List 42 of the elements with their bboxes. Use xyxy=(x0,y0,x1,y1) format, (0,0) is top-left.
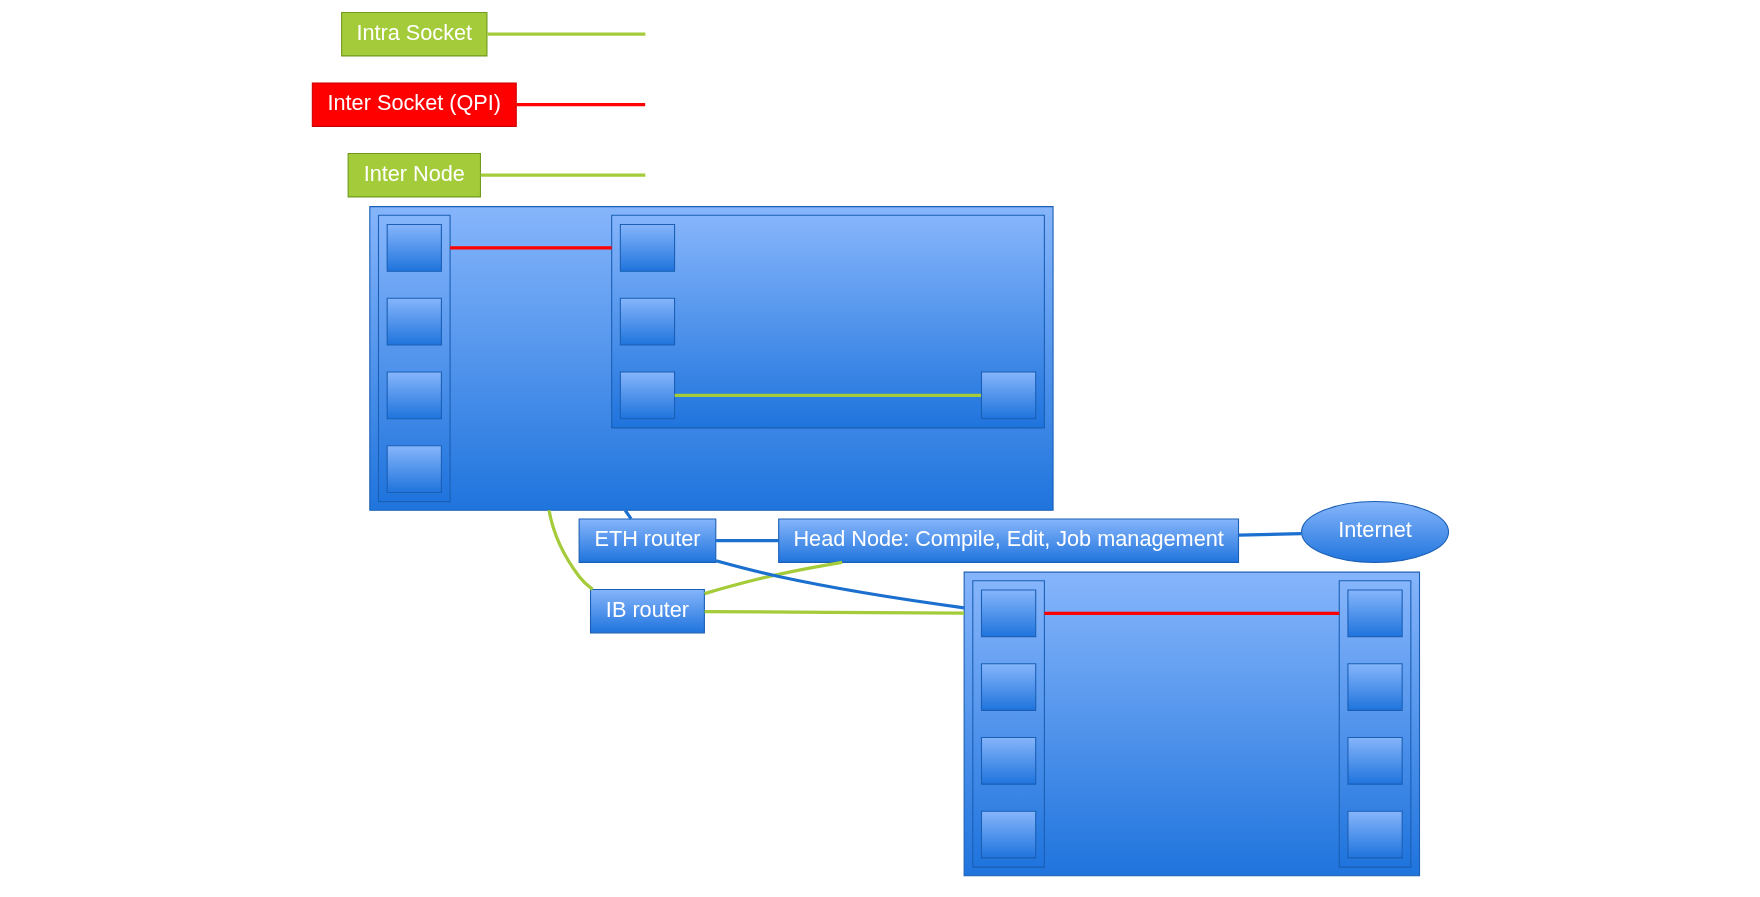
node-box xyxy=(619,297,675,346)
node-box xyxy=(619,224,675,272)
node-box: Head Node: Compile, Edit, Job management xyxy=(777,518,1239,563)
node-ellipse: Internet xyxy=(1300,501,1449,563)
node-box: Inter Socket (QPI) xyxy=(311,82,517,127)
cluster xyxy=(963,571,1420,877)
node-box xyxy=(980,589,1036,638)
node-box: ETH router xyxy=(578,518,716,563)
node-box xyxy=(980,737,1036,785)
cluster xyxy=(971,580,1045,868)
connector xyxy=(715,559,964,610)
node-box xyxy=(980,810,1036,859)
node-box xyxy=(1346,663,1403,711)
node-box xyxy=(619,371,675,420)
connector xyxy=(715,539,779,543)
connector xyxy=(623,509,632,520)
node-box: Inter Node xyxy=(347,152,481,198)
cluster xyxy=(368,206,1054,511)
node-box xyxy=(386,297,442,346)
connector xyxy=(1238,532,1301,537)
cluster xyxy=(1338,580,1411,868)
connector xyxy=(1043,611,1339,615)
connector xyxy=(515,103,645,107)
node-box xyxy=(386,224,442,272)
node-box xyxy=(1346,810,1403,859)
cluster xyxy=(377,214,451,503)
node-box xyxy=(1346,589,1403,638)
connector xyxy=(704,609,964,615)
connector xyxy=(674,393,981,397)
node-box xyxy=(980,663,1036,711)
connector xyxy=(546,510,594,591)
node-box xyxy=(386,445,442,493)
connector xyxy=(703,560,842,596)
cluster xyxy=(610,214,1045,429)
node-box: Intra Socket xyxy=(340,12,487,57)
connector xyxy=(480,173,645,177)
node-box: IB router xyxy=(589,588,705,634)
node-box xyxy=(1346,737,1403,785)
connector xyxy=(486,32,645,36)
node-box xyxy=(980,371,1036,420)
node-box xyxy=(386,371,442,420)
connector xyxy=(449,246,612,250)
